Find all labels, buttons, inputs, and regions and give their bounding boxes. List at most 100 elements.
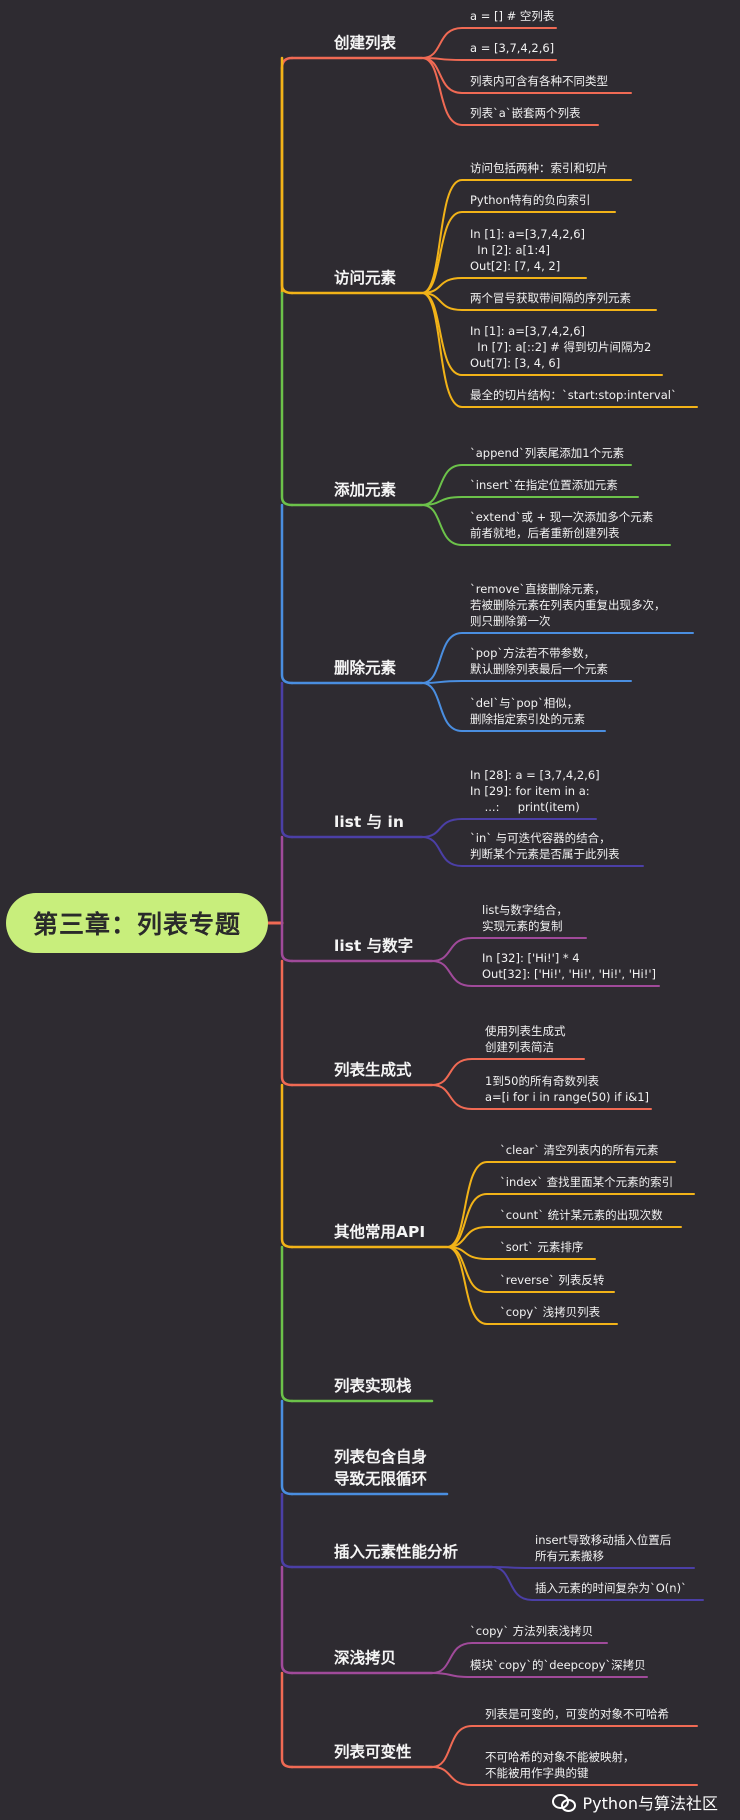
leaf-text-line: `clear` 清空列表内的所有元素: [500, 1143, 659, 1157]
leaf-node: `remove`直接删除元素，若被删除元素在列表内重复出现多次，则只删除第一次: [470, 581, 666, 629]
leaf-node: In [1]: a=[3,7,4,2,6] In [2]: a[1:4]Out[…: [470, 226, 585, 274]
leaf-text-line: 删除指定索引处的元素: [470, 712, 585, 726]
branch-title-line: 列表可变性: [334, 1743, 412, 1761]
leaf-connector-0-1: [421, 57, 557, 61]
trunk-segment-11: [280, 1565, 294, 1675]
leaf-text-line: 两个冒号获取带间隔的序列元素: [470, 291, 631, 305]
branch-title-line: 创建列表: [334, 34, 397, 52]
leaf-text-line: `pop`方法若不带参数，: [470, 646, 596, 660]
watermark: Python与算法社区: [551, 1790, 718, 1814]
leaf-node: In [1]: a=[3,7,4,2,6] In [7]: a[::2] # 得…: [470, 323, 651, 371]
leaf-node: `copy` 浅拷贝列表: [500, 1304, 600, 1320]
leaf-node: `copy` 方法列表浅拷贝: [470, 1623, 593, 1639]
trunk-segment-1: [280, 56, 294, 295]
branch-title-line: 列表生成式: [334, 1061, 412, 1079]
leaf-text-line: ...: print(item): [470, 800, 580, 814]
leaf-text-line: In [1]: a=[3,7,4,2,6]: [470, 324, 586, 338]
leaf-node: insert导致移动插入位置后所有元素搬移: [535, 1532, 671, 1564]
leaf-connector-7-1: [446, 1193, 695, 1248]
leaf-text-line: 所有元素搬移: [535, 1549, 604, 1563]
branch-title: 列表实现栈: [334, 1375, 412, 1397]
leaf-connector-1-3: [421, 292, 657, 311]
leaf-connector-2-0: [421, 464, 632, 506]
leaf-connector-2-2: [421, 504, 671, 546]
leaf-connector-1-5: [421, 292, 698, 408]
trunk-segment-9: [280, 1399, 294, 1496]
branch-title-line: 访问元素: [334, 269, 397, 287]
leaf-text-line: 判断某个元素是否属于此列表: [470, 847, 620, 861]
leaf-node: `extend`或 + 现一次添加多个元素前者就地，后者重新创建列表: [470, 509, 653, 541]
leaf-connector-12-0: [431, 1725, 698, 1768]
branch-title: 列表包含自身导致无限循环: [334, 1446, 427, 1490]
leaf-text-line: 插入元素的时间复杂为`O(n)`: [535, 1581, 687, 1595]
leaf-connector-7-5: [446, 1246, 618, 1325]
leaf-node: 使用列表生成式创建列表简洁: [485, 1023, 566, 1055]
leaf-text-line: 模块`copy`的`deepcopy`深拷贝: [470, 1658, 646, 1672]
trunk-segment-7: [280, 1083, 294, 1249]
branch-title-line: 其他常用API: [334, 1223, 426, 1241]
trunk-segment-3: [280, 503, 294, 685]
leaf-connector-2-1: [421, 496, 639, 506]
branch-title: 删除元素: [334, 657, 396, 679]
leaf-node: a = [] # 空列表: [470, 8, 554, 24]
leaf-node: a = [3,7,4,2,6]: [470, 40, 554, 56]
branch-title-line: 添加元素: [334, 481, 397, 499]
branch-title: 其他常用API: [334, 1221, 425, 1243]
trunk-segment-0: [280, 56, 294, 70]
leaf-connector-4-0: [421, 818, 597, 838]
trunk-segment-2: [280, 291, 294, 507]
leaf-text-line: In [29]: for item in a:: [470, 784, 590, 798]
leaf-connector-0-3: [421, 57, 599, 126]
leaf-connector-7-2: [446, 1226, 682, 1248]
leaf-text-line: 列表是可变的，可变的对象不可哈希: [485, 1707, 669, 1721]
leaf-text-line: a=[i for i in range(50) if i&1]: [485, 1090, 650, 1104]
leaf-text-line: 列表内可含有各种不同类型: [470, 74, 608, 88]
leaf-text-line: insert导致移动插入位置后: [535, 1533, 672, 1547]
leaf-connector-0-0: [421, 27, 557, 59]
leaf-node: `reverse` 列表反转: [500, 1272, 604, 1288]
leaf-node: 两个冒号获取带间隔的序列元素: [470, 290, 631, 306]
leaf-text-line: `sort` 元素排序: [500, 1240, 584, 1254]
leaf-connector-1-0: [421, 179, 632, 294]
branch-title-line: 插入元素性能分析: [334, 1543, 459, 1561]
leaf-connector-3-2: [421, 682, 606, 732]
leaf-text-line: `in` 与可迭代容器的结合，: [470, 831, 611, 845]
leaf-connector-11-0: [431, 1642, 608, 1674]
branch-title-line: 导致无限循环: [334, 1470, 428, 1488]
leaf-connector-4-1: [421, 836, 644, 867]
leaf-connector-5-0: [431, 937, 587, 962]
branch-title-line: 列表实现栈: [334, 1377, 412, 1395]
leaf-text-line: `del`与`pop`相似，: [470, 696, 579, 710]
leaf-node: Python特有的负向索引: [470, 192, 590, 208]
leaf-connector-3-0: [421, 632, 694, 684]
leaf-node: `in` 与可迭代容器的结合， 判断某个元素是否属于此列表: [470, 830, 620, 862]
branch-title-line: 深浅拷贝: [334, 1649, 397, 1667]
leaf-text-line: 则只删除第一次: [470, 614, 551, 628]
leaf-node: 列表是可变的，可变的对象不可哈希: [485, 1706, 669, 1722]
leaf-text-line: 实现元素的复制: [482, 919, 563, 933]
leaf-text-line: a = [3,7,4,2,6]: [470, 41, 555, 55]
leaf-text-line: 使用列表生成式: [485, 1024, 566, 1038]
leaf-text-line: `index` 查找里面某个元素的索引: [500, 1175, 674, 1189]
leaf-node: 列表`a`嵌套两个列表: [470, 105, 581, 121]
leaf-text-line: 若被删除元素在列表内重复出现多次，: [470, 598, 666, 612]
branch-title: list 与数字: [334, 935, 413, 957]
leaf-text-line: In [32]: ['Hi!'] * 4: [482, 951, 580, 965]
trunk-segment-4: [280, 681, 294, 839]
leaf-text-line: `insert`在指定位置添加元素: [470, 478, 618, 492]
trunk-segment-5: [280, 835, 294, 963]
leaf-text-line: list与数字结合，: [482, 903, 568, 917]
leaf-text-line: 不能被用作字典的键: [485, 1766, 589, 1780]
leaf-text-line: 最全的切片结构：`start:stop:interval`: [470, 388, 677, 402]
leaf-node: `pop`方法若不带参数，默认删除列表最后一个元素: [470, 645, 608, 677]
leaf-node: 插入元素的时间复杂为`O(n)`: [535, 1580, 687, 1596]
trunk-segment-8: [280, 1245, 294, 1403]
leaf-text-line: In [7]: a[::2] # 得到切片间隔为2: [470, 340, 652, 354]
leaf-node: 访问包括两种：索引和切片: [470, 160, 608, 176]
leaf-text-line: `extend`或 + 现一次添加多个元素: [470, 510, 654, 524]
watermark-text: Python与算法社区: [582, 1794, 718, 1813]
trunk-segment-6: [280, 959, 294, 1087]
